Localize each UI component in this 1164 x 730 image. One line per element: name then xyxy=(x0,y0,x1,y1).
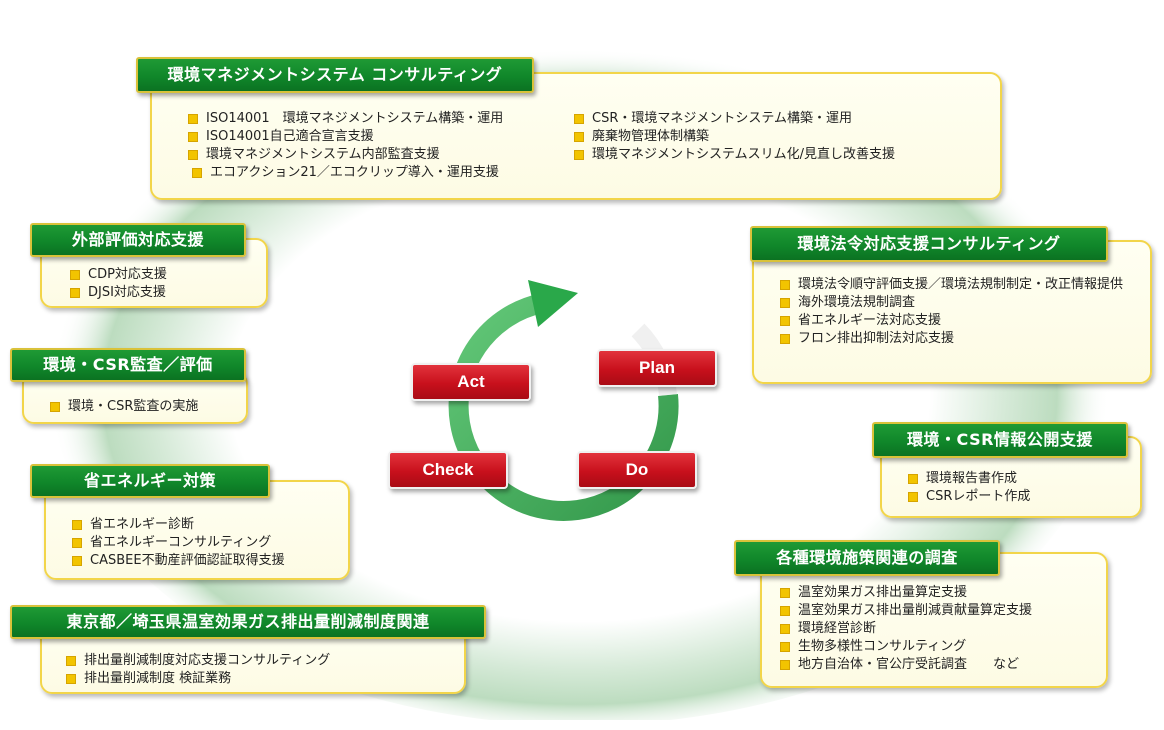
list-item: 地方自治体・官公庁受託調査 など xyxy=(780,656,1032,674)
list-item: 環境・CSR監査の実施 xyxy=(50,398,198,416)
bullet-icon xyxy=(780,316,790,326)
ems-title: 環境マネジメントシステム コンサルティング xyxy=(136,57,534,93)
list-item: 環境法令順守評価支援／環境法規制制定・改正情報提供 xyxy=(780,276,1148,294)
list-item: 廃棄物管理体制構築 xyxy=(574,128,895,146)
bullet-icon xyxy=(66,656,76,666)
list-item: DJSI対応支援 xyxy=(70,284,167,302)
list-item: 環境経営診断 xyxy=(780,620,1032,638)
list-item: 排出量削減制度 検証業務 xyxy=(66,670,330,688)
bullet-icon xyxy=(72,538,82,548)
law-panel: 環境法令順守評価支援／環境法規制制定・改正情報提供 海外環境法規制調査 省エネル… xyxy=(752,240,1152,384)
bullet-icon xyxy=(908,492,918,502)
list-item: 省エネルギー診断 xyxy=(72,516,285,534)
tokyo-title: 東京都／埼玉県温室効果ガス排出量削減制度関連 xyxy=(10,605,486,639)
bullet-icon xyxy=(72,556,82,566)
bullet-icon xyxy=(66,674,76,684)
ems-panel: ISO14001 環境マネジメントシステム構築・運用 ISO14001自己適合宣… xyxy=(150,72,1002,200)
bullet-icon xyxy=(780,642,790,652)
list-item: 環境報告書作成 xyxy=(908,470,1030,488)
list-item: ISO14001 環境マネジメントシステム構築・運用 xyxy=(188,110,503,128)
bullet-icon xyxy=(574,150,584,160)
bullet-icon xyxy=(780,298,790,308)
list-item: 生物多様性コンサルティング xyxy=(780,638,1032,656)
bullet-icon xyxy=(908,474,918,484)
external-title: 外部評価対応支援 xyxy=(30,223,246,257)
list-item: CSR・環境マネジメントシステム構築・運用 xyxy=(574,110,895,128)
bullet-icon xyxy=(574,114,584,124)
bullet-icon xyxy=(70,288,80,298)
list-item: CASBEE不動産評価認証取得支援 xyxy=(72,552,285,570)
do-box: Do xyxy=(577,451,697,489)
law-title: 環境法令対応支援コンサルティング xyxy=(750,226,1108,262)
bullet-icon xyxy=(780,606,790,616)
bullet-icon xyxy=(780,588,790,598)
bullet-icon xyxy=(72,520,82,530)
disclosure-title: 環境・CSR情報公開支援 xyxy=(872,422,1128,458)
audit-title: 環境・CSR監査／評価 xyxy=(10,348,246,382)
audit-panel: 環境・CSR監査の実施 xyxy=(22,372,248,424)
survey-title: 各種環境施策関連の調査 xyxy=(734,540,1000,576)
list-item: 海外環境法規制調査 xyxy=(780,294,1148,312)
list-item: 省エネルギー法対応支援 xyxy=(780,312,1148,330)
bullet-icon xyxy=(188,132,198,142)
ems-right-list: CSR・環境マネジメントシステム構築・運用 廃棄物管理体制構築 環境マネジメント… xyxy=(574,110,895,164)
bullet-icon xyxy=(188,114,198,124)
ems-left-list: ISO14001 環境マネジメントシステム構築・運用 ISO14001自己適合宣… xyxy=(188,110,503,182)
bullet-icon xyxy=(780,280,790,290)
bullet-icon xyxy=(780,624,790,634)
list-item: 排出量削減制度対応支援コンサルティング xyxy=(66,652,330,670)
pdca-cycle-arrow xyxy=(448,280,679,521)
plan-box: Plan xyxy=(597,349,717,387)
bullet-icon xyxy=(50,402,60,412)
list-item: 環境マネジメントシステム内部監査支援 xyxy=(188,146,503,164)
act-box: Act xyxy=(411,363,531,401)
bullet-icon xyxy=(192,168,202,178)
list-item: 環境マネジメントシステムスリム化/見直し改善支援 xyxy=(574,146,895,164)
energy-title: 省エネルギー対策 xyxy=(30,464,270,498)
list-item: 温室効果ガス排出量削減貢献量算定支援 xyxy=(780,602,1032,620)
bullet-icon xyxy=(574,132,584,142)
bullet-icon xyxy=(70,270,80,280)
check-box: Check xyxy=(388,451,508,489)
list-item: CSRレポート作成 xyxy=(908,488,1030,506)
bullet-icon xyxy=(780,660,790,670)
list-item: フロン排出抑制法対応支援 xyxy=(780,330,1148,348)
list-item: ISO14001自己適合宣言支援 xyxy=(188,128,503,146)
list-item: 温室効果ガス排出量算定支援 xyxy=(780,584,1032,602)
list-item: 省エネルギーコンサルティング xyxy=(72,534,285,552)
list-item: CDP対応支援 xyxy=(70,266,167,284)
list-item: エコアクション21／エコクリップ導入・運用支援 xyxy=(192,164,503,182)
bullet-icon xyxy=(780,334,790,344)
bullet-icon xyxy=(188,150,198,160)
